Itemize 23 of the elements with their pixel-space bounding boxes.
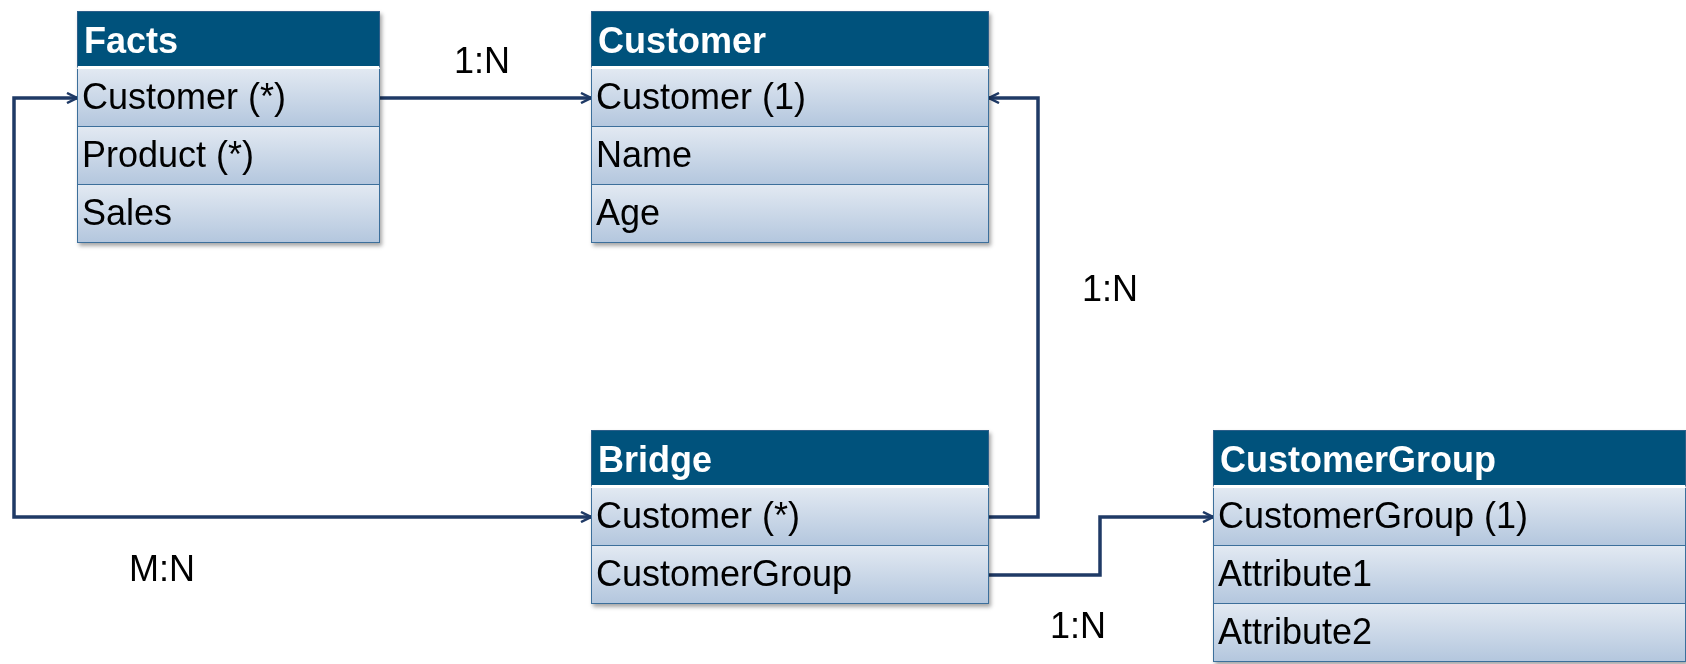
table-row: Name — [591, 127, 989, 185]
table-row: Customer (1) — [591, 69, 989, 127]
entity-table — [591, 11, 989, 243]
table-header: Customer — [591, 11, 989, 69]
table-row: Product (*) — [77, 127, 380, 185]
table-header: Bridge — [591, 430, 989, 488]
connector-arrow — [989, 510, 1215, 577]
entity-table — [591, 430, 989, 604]
table-row: Age — [591, 185, 989, 243]
table-row: Attribute2 — [1213, 604, 1686, 662]
table-row: CustomerGroup (1) — [1213, 488, 1686, 546]
entity-table — [77, 11, 380, 243]
table-row: Customer (*) — [77, 69, 380, 127]
connector-arrow — [380, 91, 593, 105]
table-row: Sales — [77, 185, 380, 243]
table-row: CustomerGroup — [591, 546, 989, 604]
connector-arrow — [987, 91, 1040, 519]
entity-table — [1213, 430, 1686, 662]
table-row: Customer (*) — [591, 488, 989, 546]
table-header: Facts — [77, 11, 380, 69]
table-header: CustomerGroup — [1213, 430, 1686, 488]
table-row: Attribute1 — [1213, 546, 1686, 604]
connector-arrow — [12, 91, 593, 524]
